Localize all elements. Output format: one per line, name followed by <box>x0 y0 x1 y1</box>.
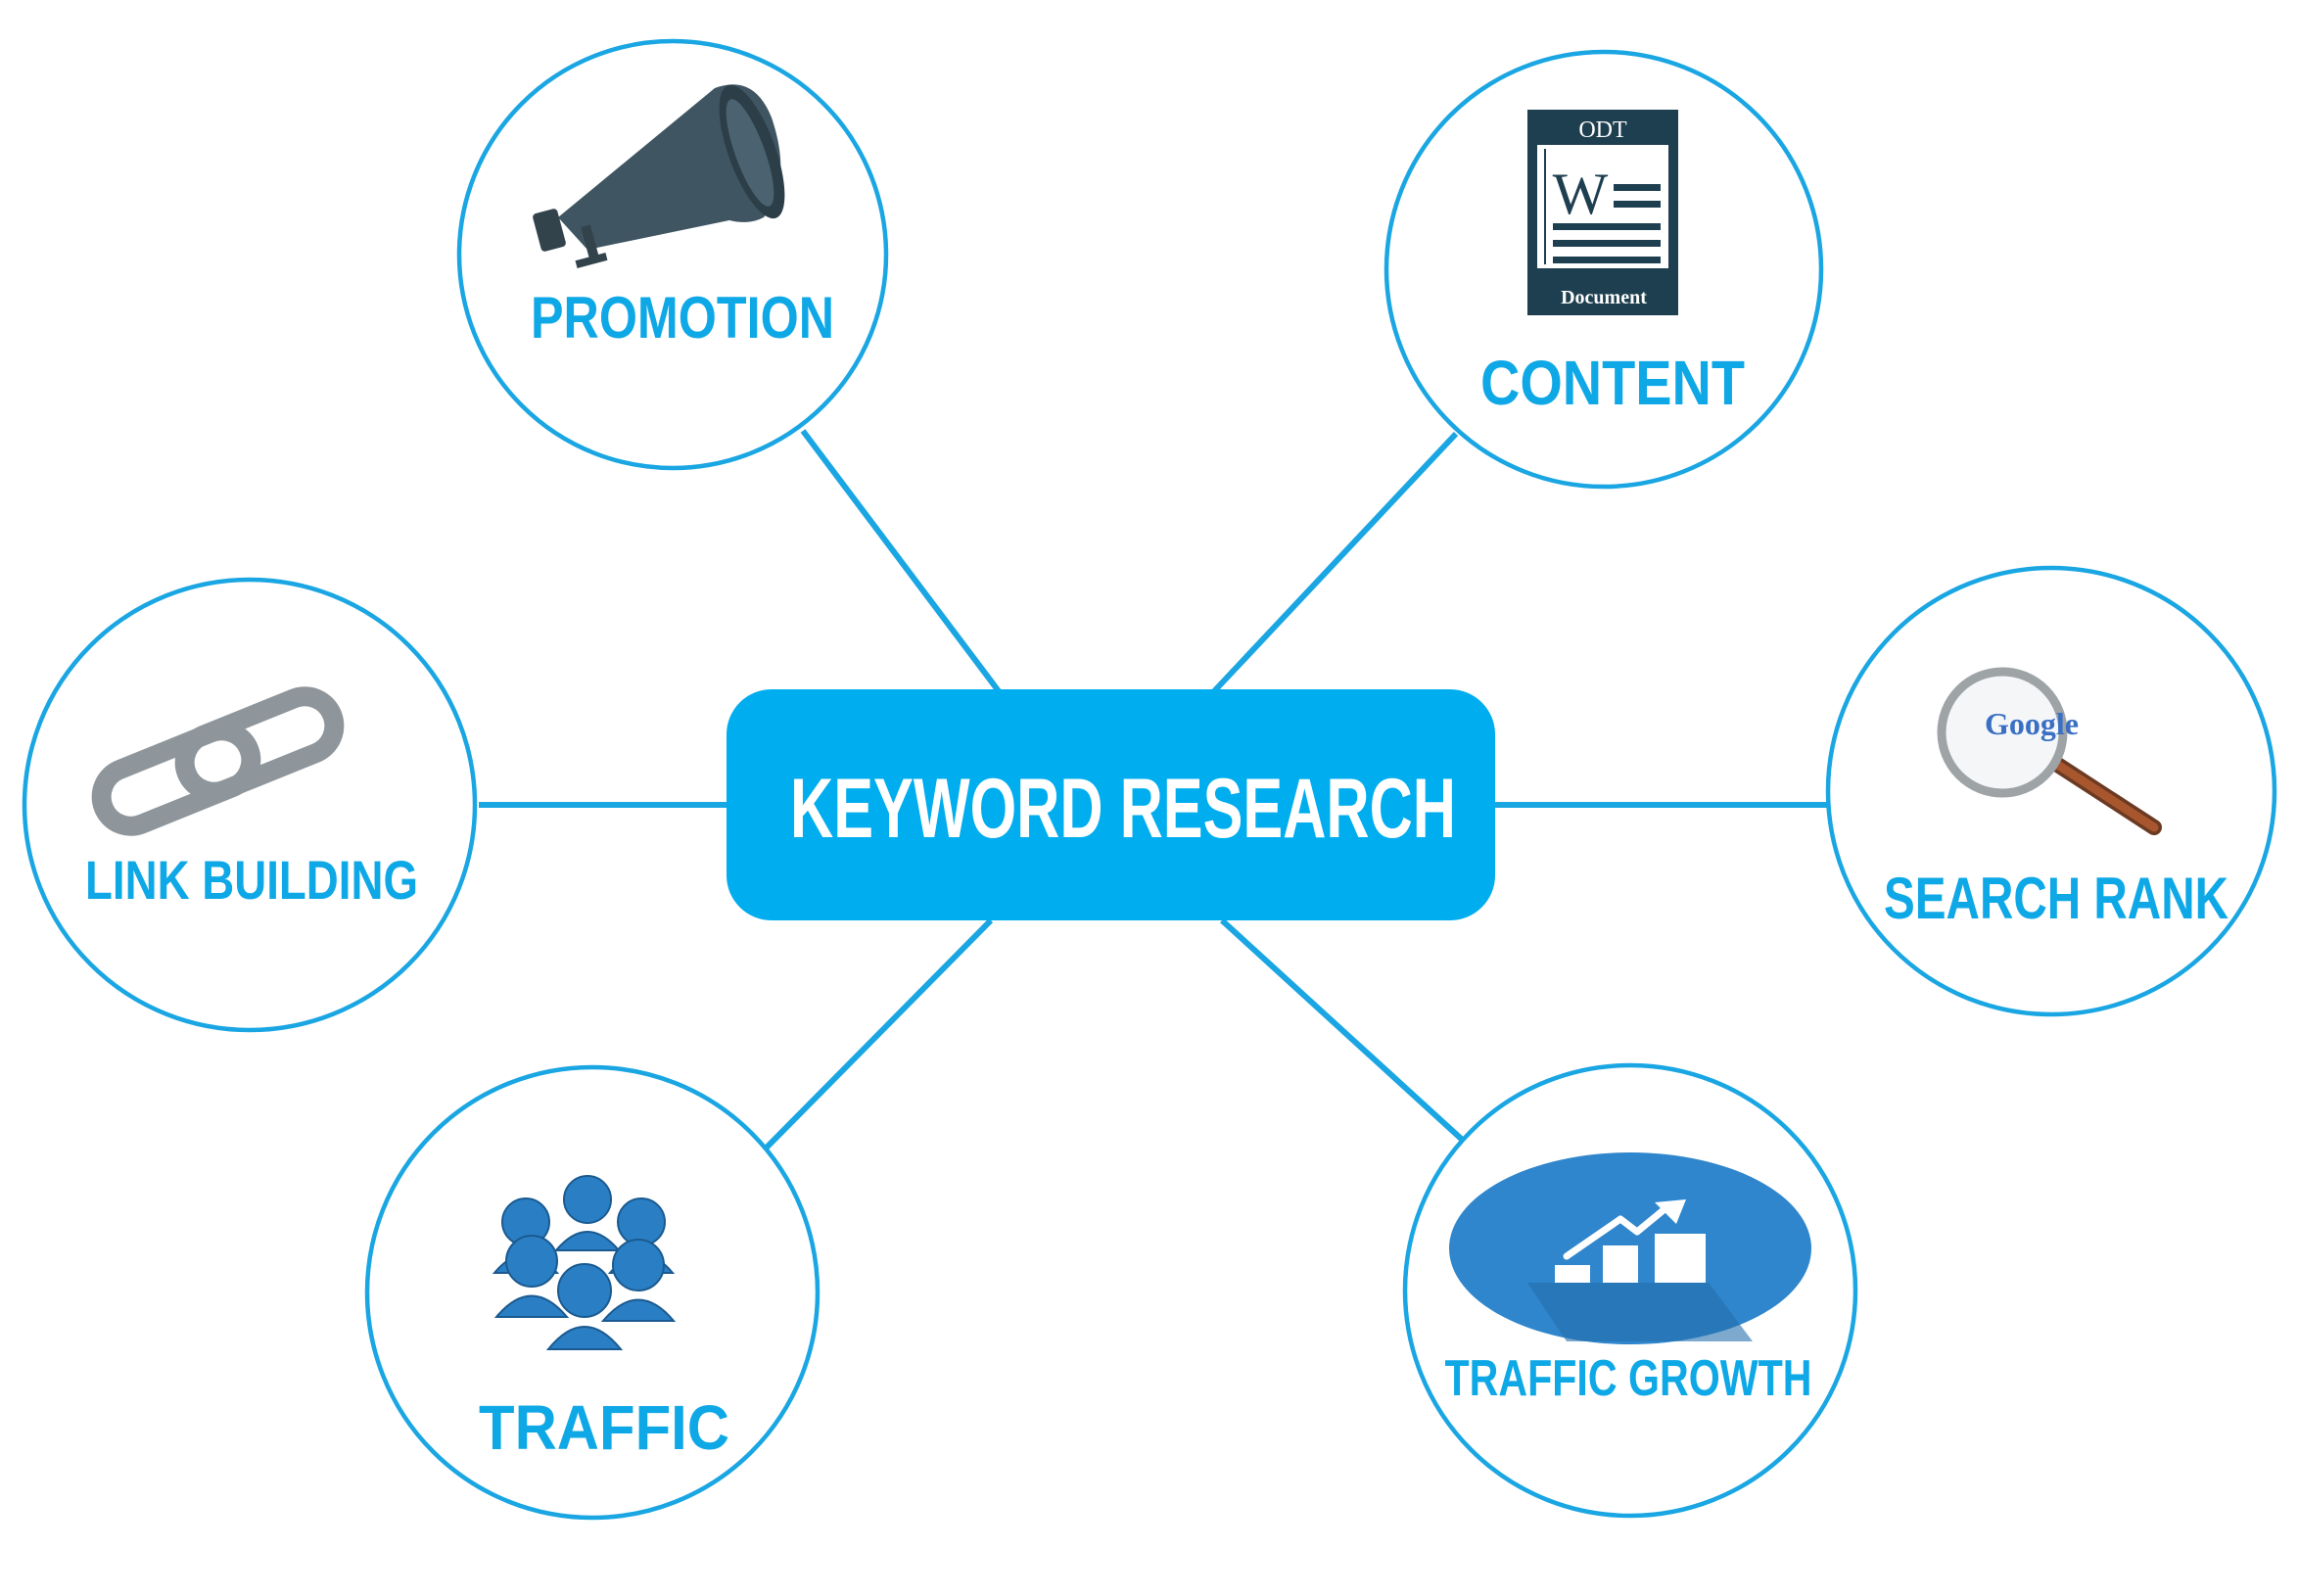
document-icon-letter: W <box>1553 162 1609 226</box>
node-link-building-ring <box>22 577 478 1033</box>
node-promotion-label: PROMOTION <box>531 285 834 351</box>
document-icon-bottom-text: Document <box>1561 287 1647 308</box>
center-node[interactable]: KEYWORD RESEARCH <box>727 689 1495 920</box>
node-traffic-label: TRAFFIC <box>479 1392 729 1463</box>
people-group-icon <box>492 1175 677 1350</box>
node-traffic-growth[interactable]: TRAFFIC GROWTH <box>1402 1062 1858 1519</box>
node-search-rank[interactable]: Google SEARCH RANK <box>1825 565 2277 1017</box>
node-promotion[interactable]: PROMOTION <box>456 38 889 471</box>
connector-promotion <box>800 429 1002 693</box>
node-link-building-label: LINK BUILDING <box>85 849 418 911</box>
connector-content <box>1211 431 1459 694</box>
chain-link-icon <box>91 686 345 836</box>
node-promotion-ring <box>456 38 889 471</box>
node-search-rank-label: SEARCH RANK <box>1884 866 2228 931</box>
node-link-building[interactable]: LINK BUILDING <box>22 577 478 1033</box>
connector-traffic <box>746 917 994 1168</box>
growth-chart-icon <box>1449 1152 1811 1344</box>
center-label: KEYWORD RESEARCH <box>790 762 1456 856</box>
magnifier-icon: Google <box>1937 667 2162 835</box>
node-traffic[interactable]: TRAFFIC <box>364 1064 821 1521</box>
document-icon-top-text: ODT <box>1578 117 1627 143</box>
node-content-label: CONTENT <box>1480 348 1745 418</box>
node-search-rank-ring <box>1825 565 2277 1017</box>
connector-traffic-growth <box>1219 917 1472 1149</box>
connectors <box>479 429 1831 1168</box>
node-traffic-growth-label: TRAFFIC GROWTH <box>1445 1350 1812 1407</box>
megaphone-icon <box>533 84 785 269</box>
google-logo-text: Google <box>1985 706 2079 741</box>
node-content[interactable]: ODT W Document CONTENT <box>1383 49 1824 490</box>
document-icon: ODT W Document <box>1527 110 1678 315</box>
